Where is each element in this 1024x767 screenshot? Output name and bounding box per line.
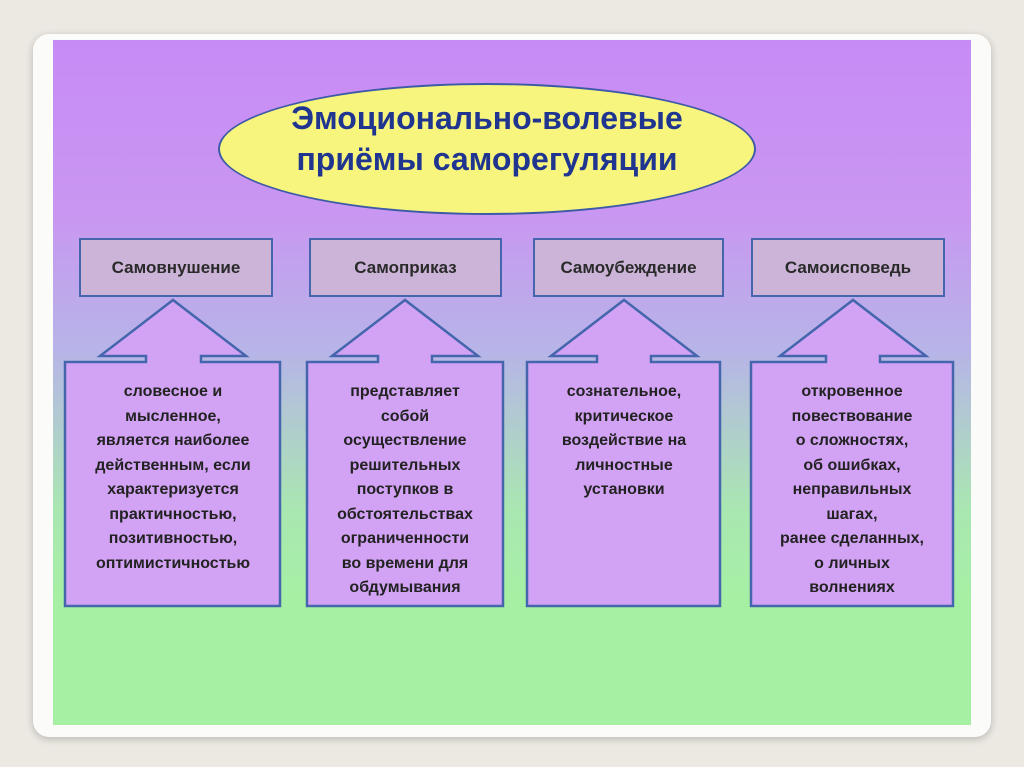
description-line: ограниченности bbox=[340, 530, 470, 547]
description-line: о сложностях, bbox=[795, 432, 909, 449]
description-line: характеризуется bbox=[107, 481, 239, 498]
arrow-callout-samoispoved bbox=[749, 298, 955, 608]
description-line: неправильных bbox=[792, 481, 912, 498]
technique-box-samovnushenie: Самовнушение bbox=[79, 238, 273, 297]
description-line: повествование bbox=[791, 407, 913, 425]
description-line: мысленное, bbox=[125, 407, 221, 425]
description-samoispoved: откровенное повествование о сложностях, … bbox=[754, 380, 950, 601]
description-line: словесное и bbox=[123, 383, 223, 400]
description-line: критическое bbox=[574, 407, 674, 425]
description-line: осуществление bbox=[343, 432, 467, 449]
description-line: ранее сделанных, bbox=[780, 530, 924, 547]
description-line: о личных bbox=[814, 554, 890, 572]
description-line: оптимистичностью bbox=[95, 554, 251, 572]
description-line: представляет bbox=[350, 383, 460, 400]
arrow-callout-samoubezhdenie bbox=[525, 298, 722, 608]
description-line: сознательное, bbox=[566, 383, 682, 400]
arrow-callout-samoprikaz bbox=[305, 298, 505, 608]
description-line: поступков в bbox=[356, 481, 454, 498]
description-samoprikaz: представляет собой осуществление решител… bbox=[309, 380, 501, 601]
description-line: шагах, bbox=[826, 505, 878, 523]
technique-box-samoubezhdenie: Самоубеждение bbox=[533, 238, 724, 297]
description-samoubezhdenie: сознательное, критическое воздействие на… bbox=[530, 380, 718, 503]
description-line: обстоятельствах bbox=[337, 505, 473, 523]
technique-box-samoispoved: Самоисповедь bbox=[751, 238, 945, 297]
description-line: откровенное bbox=[801, 383, 903, 400]
description-line: практичностью, bbox=[109, 505, 237, 523]
description-line: решительных bbox=[349, 456, 461, 474]
description-line: установки bbox=[583, 481, 665, 498]
title-oval bbox=[218, 83, 756, 215]
arrow-callout-samovnushenie bbox=[63, 298, 282, 608]
description-line: об ошибках, bbox=[803, 456, 901, 474]
description-line: является наиболее bbox=[96, 432, 250, 449]
description-line: воздействие на bbox=[561, 432, 687, 449]
diagram-title: Эмоционально-волевые приёмы саморегуляци… bbox=[218, 98, 756, 180]
description-line: позитивностью, bbox=[108, 530, 238, 547]
description-line: волнениях bbox=[809, 579, 895, 596]
description-line: собой bbox=[380, 407, 430, 425]
description-line: личностные bbox=[575, 456, 673, 474]
title-line-1: Эмоционально-волевые bbox=[291, 100, 683, 136]
description-line: во времени для bbox=[341, 554, 469, 572]
description-line: действенным, если bbox=[95, 456, 251, 474]
description-samovnushenie: словесное и мысленное, является наиболее… bbox=[68, 380, 278, 576]
title-line-2: приёмы саморегуляции bbox=[296, 141, 678, 177]
technique-box-samoprikaz: Самоприказ bbox=[309, 238, 502, 297]
description-line: обдумывания bbox=[349, 579, 461, 596]
